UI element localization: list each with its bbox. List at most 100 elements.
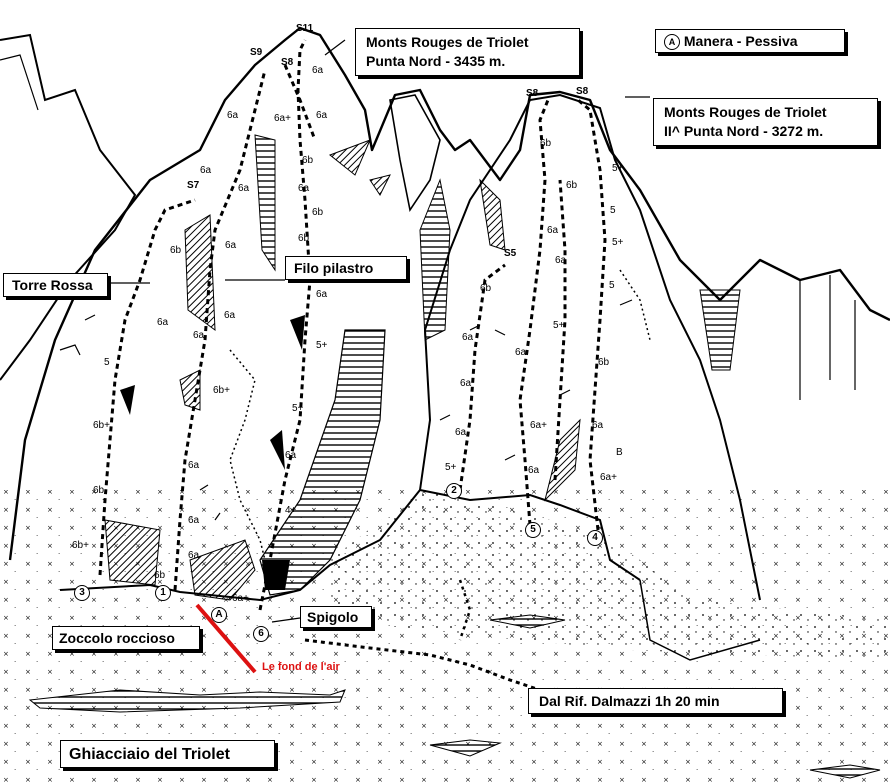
- base-line: [59, 488, 641, 602]
- route-number-5: 5: [525, 522, 541, 538]
- grade: 6b: [480, 283, 492, 294]
- grade: 6a: [316, 110, 328, 121]
- route-central: [173, 69, 267, 591]
- grade: 4+: [285, 505, 297, 516]
- route-number-3: 3: [74, 585, 90, 601]
- belay-s8-left: S8: [526, 88, 539, 99]
- route-number-6: 6: [253, 626, 269, 642]
- route-number-1: 1: [155, 585, 171, 601]
- route-4: [577, 98, 607, 531]
- grade: 6a: [200, 165, 212, 176]
- route-filo: [258, 39, 312, 611]
- grade: 6a: [547, 225, 559, 236]
- red-annotation: Le fond de l'air: [262, 661, 340, 673]
- belay-s11: S11: [296, 23, 314, 34]
- route-2: [458, 263, 506, 491]
- route-5: [518, 99, 550, 526]
- crevasse-1: [28, 689, 346, 713]
- grade: 6b: [540, 138, 552, 149]
- route-lines: [98, 39, 607, 611]
- grade: 6b: [298, 233, 310, 244]
- glacier-label: Ghiacciaio del Triolet: [60, 740, 275, 768]
- grade: 5: [104, 357, 110, 368]
- route-number-2: 2: [446, 483, 462, 499]
- spigolo-rib: [259, 329, 386, 596]
- grade: 6b+: [213, 385, 230, 396]
- grade: 6a: [188, 460, 200, 471]
- torre-rossa-label: Torre Rossa: [3, 273, 108, 297]
- grade: 6a: [312, 65, 324, 76]
- route-number-A: A: [211, 607, 227, 623]
- belay-s8-right: S8: [576, 86, 589, 97]
- grade: 5+: [612, 163, 624, 174]
- grade: 6a: [227, 110, 239, 121]
- grade: 5: [609, 280, 615, 291]
- approach-path: [304, 638, 541, 692]
- grade: 5+: [612, 237, 624, 248]
- grade: 6a: [455, 427, 467, 438]
- grade: 6b: [154, 570, 166, 581]
- grade: 6a: [238, 183, 250, 194]
- grade: B: [616, 447, 623, 458]
- grade: 6a: [157, 317, 169, 328]
- grade: 5: [610, 205, 616, 216]
- grade: 6b: [312, 207, 324, 218]
- grade: 6a: [460, 378, 472, 389]
- grade: 6a: [188, 550, 200, 561]
- route-number-4: 4: [587, 530, 603, 546]
- filo-pilastro-label: Filo pilastro: [285, 256, 407, 280]
- grade: 6b+: [72, 540, 89, 551]
- grade: 6b: [566, 180, 578, 191]
- grade: 6a+: [232, 593, 249, 604]
- route-torre-rossa: [98, 198, 196, 576]
- belay-s8-main: S8: [281, 57, 294, 68]
- grade: 6a: [515, 347, 527, 358]
- summit-main-name: Monts Rouges de Triolet: [366, 34, 529, 50]
- grade: 6b: [93, 485, 105, 496]
- grade: 6b: [302, 155, 314, 166]
- belay-s5: S5: [504, 248, 517, 259]
- grade: 6b+: [93, 420, 110, 431]
- grade: 6a: [462, 332, 474, 343]
- grade: 6a: [528, 465, 540, 476]
- left-ridge: [0, 33, 137, 381]
- right-gully: [699, 289, 741, 371]
- summit-second-name: Monts Rouges de Triolet: [664, 104, 827, 120]
- route-8: [283, 64, 317, 141]
- grade: 6a: [298, 183, 310, 194]
- dihedral-1: [254, 134, 276, 272]
- grade: 6b: [170, 245, 182, 256]
- summit-main-altitude: Punta Nord - 3435 m.: [366, 53, 506, 69]
- grade: 5+: [292, 403, 304, 414]
- grade: 6a: [188, 515, 200, 526]
- grade: 6a: [592, 420, 604, 431]
- grade: 6a+: [600, 472, 617, 483]
- legend-A-symbol: A: [664, 34, 680, 50]
- grade: 6a+: [274, 113, 291, 124]
- belay-s9: S9: [250, 47, 263, 58]
- belay-s7: S7: [187, 180, 200, 191]
- approach-label: Dal Rif. Dalmazzi 1h 20 min: [528, 688, 783, 714]
- grade: 5+: [553, 320, 565, 331]
- legend-box: A Manera - Pessiva: [655, 29, 845, 53]
- grade: 6a+: [530, 420, 547, 431]
- grade: 6b: [598, 357, 610, 368]
- legend-route-name: Manera - Pessiva: [683, 33, 798, 49]
- grade: 5+: [316, 340, 328, 351]
- summit-second-altitude: II^ Punta Nord - 3272 m.: [664, 123, 824, 139]
- grade: 6a: [193, 330, 205, 341]
- scree-area: [330, 490, 890, 660]
- summit-second-label: Monts Rouges de Triolet II^ Punta Nord -…: [653, 98, 878, 146]
- grade: 6a: [225, 240, 237, 251]
- red-pointer: [195, 603, 257, 674]
- zoccolo-label: Zoccolo roccioso: [52, 626, 200, 650]
- main-peak-outline: [8, 26, 890, 561]
- spigolo-label: Spigolo: [300, 606, 372, 628]
- grade: 6a: [555, 255, 567, 266]
- summit-main-label: Monts Rouges de Triolet Punta Nord - 343…: [355, 28, 580, 76]
- grade: 6a: [285, 450, 297, 461]
- grade: 6a: [224, 310, 236, 321]
- grade: 6a: [316, 289, 328, 300]
- grade: 5+: [445, 462, 457, 473]
